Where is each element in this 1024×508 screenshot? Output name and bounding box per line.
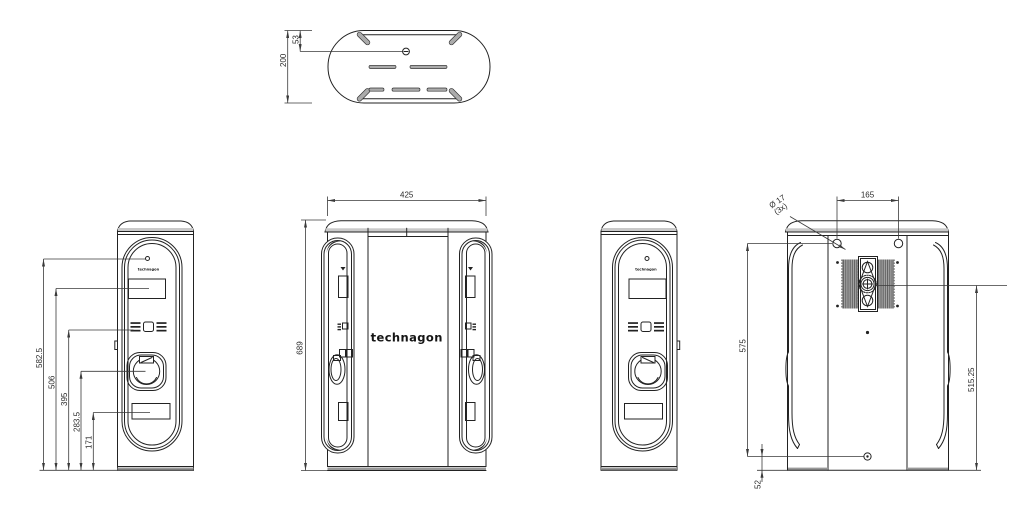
dim-label-52: 52	[754, 480, 763, 489]
dim-label-53: 53	[292, 35, 301, 44]
dim-back-base-offset: 52	[754, 444, 788, 489]
cable-entry-hole	[863, 452, 872, 461]
front-pod-left	[321, 237, 355, 454]
dim-label-283-5: 283.5	[73, 411, 82, 432]
back-pod-left	[785, 242, 803, 449]
mount-hole-right	[893, 238, 904, 249]
front-pod-right	[459, 237, 493, 454]
side-view-right: technagon	[600, 220, 681, 471]
dim-back-hole-spacing: 165	[836, 191, 899, 239]
mount-bracket	[836, 256, 899, 335]
dim-label-171: 171	[85, 435, 94, 449]
top-view: 200 53	[279, 30, 491, 104]
back-pod-right	[933, 242, 951, 449]
dim-front-width: 425	[327, 191, 487, 216]
mount-hole-left	[832, 238, 842, 249]
dim-label-165: 165	[861, 191, 875, 200]
dim-label-689: 689	[296, 341, 305, 355]
dim-label-425: 425	[400, 191, 414, 200]
brand-logo-small: technagon	[138, 268, 160, 272]
top-mount-hole	[402, 47, 410, 56]
dim-top-hole-offset: 53	[292, 30, 403, 52]
dim-label-506: 506	[48, 375, 57, 389]
dim-back-height-left: 575	[739, 243, 864, 457]
front-view: technagon 425 689	[296, 191, 493, 471]
dim-label-515-25: 515.25	[967, 367, 976, 392]
dim-label-200: 200	[279, 53, 288, 67]
dim-label-582-5: 582.5	[35, 347, 44, 368]
side-view-left: technagon 582.5 506 395 283.5 171	[35, 220, 194, 471]
dim-top-depth: 200	[279, 30, 312, 104]
brand-logo: technagon	[371, 331, 443, 345]
brand-logo-small: technagon	[635, 268, 657, 272]
dim-label-395: 395	[60, 392, 69, 406]
dim-back-height-right: 515.25	[876, 285, 1007, 471]
dim-side-heights: 582.5 506 395 283.5 171	[35, 258, 150, 471]
dim-label-575: 575	[739, 339, 748, 353]
dim-front-height: 689	[296, 219, 328, 471]
back-view: 165 Ø 17 (3x) 575 515.25 52	[739, 191, 1007, 489]
